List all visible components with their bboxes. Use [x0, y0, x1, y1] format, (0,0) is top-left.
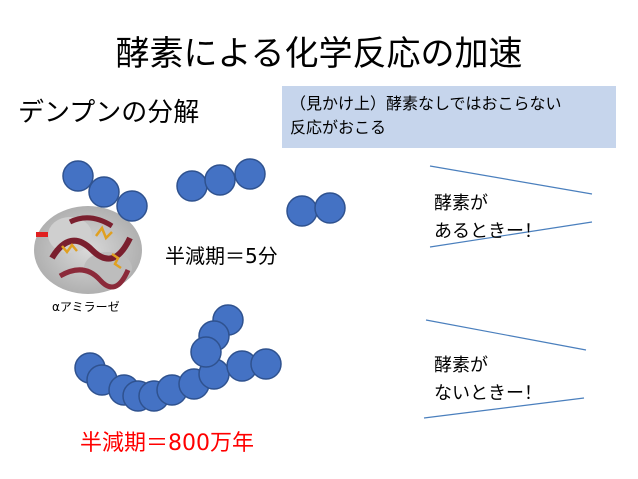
callout-line — [429, 165, 593, 195]
note-box: （見かけ上）酵素なしではおこらない 反応がおこる — [282, 86, 616, 148]
glucose-unit — [88, 176, 120, 208]
glucose-unit — [116, 190, 148, 222]
callout-line — [425, 319, 587, 351]
note-line-1: （見かけ上）酵素なしではおこらない — [290, 94, 562, 113]
glucose-unit — [234, 158, 266, 190]
glucose-unit — [62, 160, 94, 192]
callout-with-line-1: 酵素が — [434, 193, 488, 214]
halflife-with-enzyme: 半減期＝5分 — [165, 244, 278, 268]
callout-lines — [423, 165, 593, 419]
slide-subtitle: デンプンの分解 — [18, 98, 200, 128]
glucose-unit — [190, 336, 222, 368]
callout-without-line-1: 酵素が — [434, 355, 488, 376]
halflife-without-enzyme: 半減期＝800万年 — [80, 431, 254, 456]
glucose-unit — [286, 195, 318, 227]
glucose-unit — [204, 164, 236, 196]
enzyme-caption: αアミラーゼ — [52, 300, 120, 314]
slide-title: 酵素による化学反応の加速 — [115, 34, 523, 74]
glucose-unit — [314, 192, 346, 224]
callout-line — [429, 221, 593, 248]
callout-without-enzyme: 酵素が ないときー！ — [434, 352, 542, 408]
glucose-chain-digested — [62, 158, 346, 227]
enzyme-structure-image — [34, 206, 142, 294]
callout-line — [423, 397, 585, 419]
callout-without-line-2: ないときー！ — [434, 383, 542, 404]
callout-with-line-2: あるときー！ — [434, 221, 542, 242]
note-line-2: 反応がおこる — [290, 118, 387, 137]
glucose-unit — [176, 170, 208, 202]
glucose-unit — [250, 348, 282, 380]
starch-chain-intact — [74, 304, 282, 412]
callout-with-enzyme: 酵素が あるときー！ — [434, 190, 542, 246]
